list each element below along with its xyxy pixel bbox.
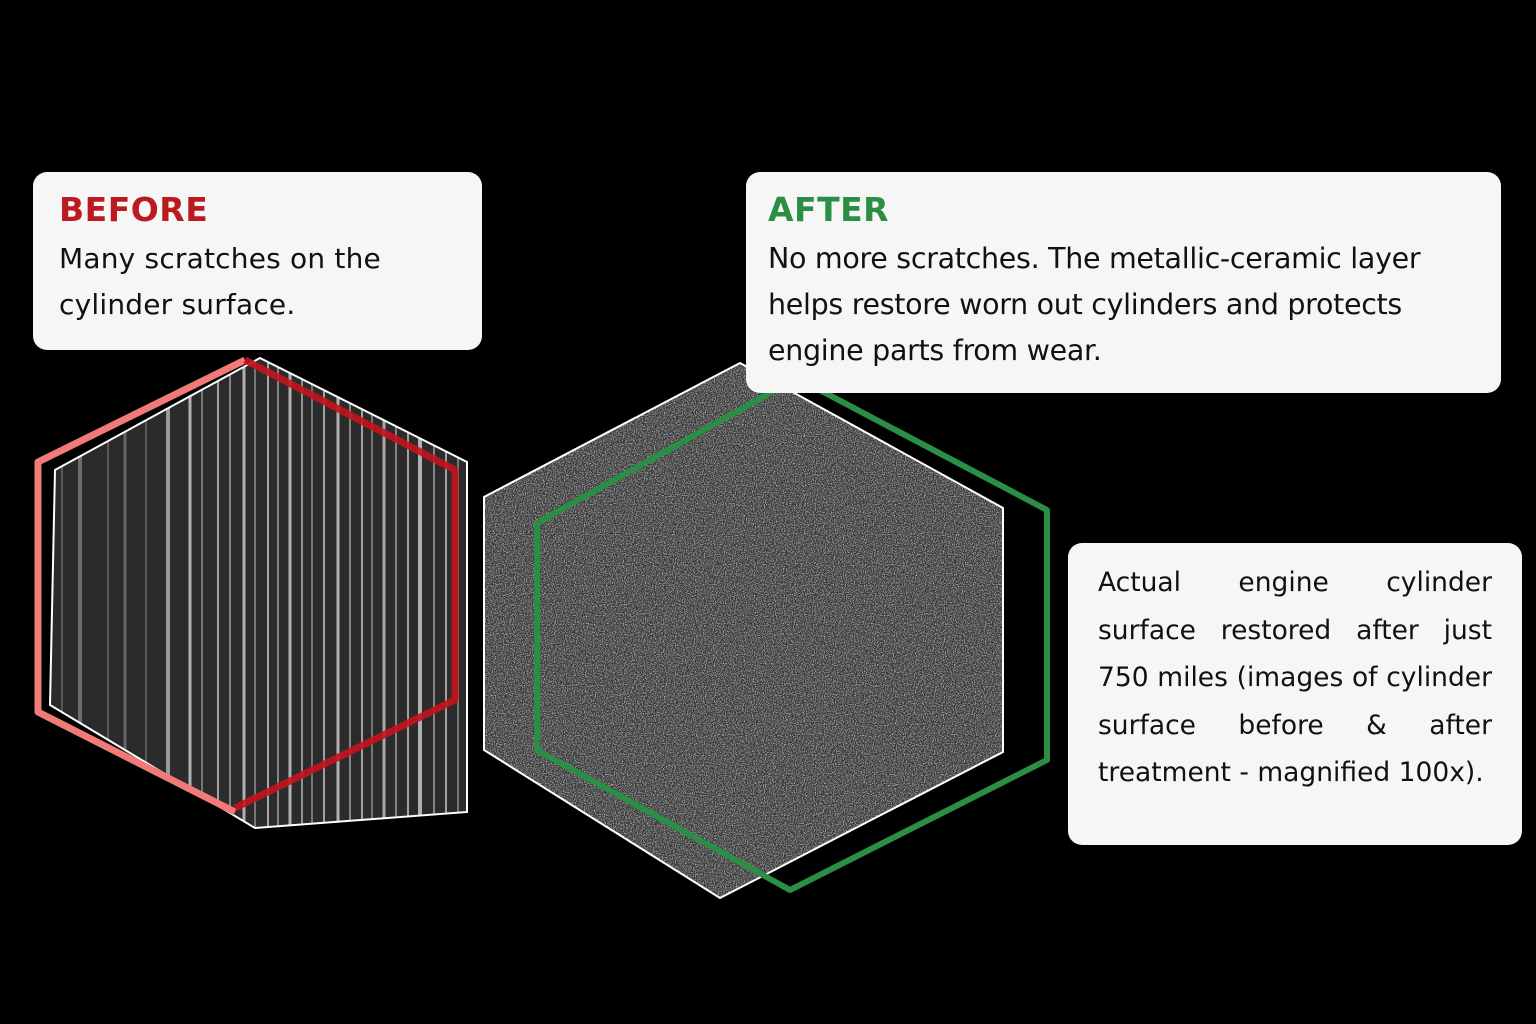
- caption-text: Actual engine cylinder surface restored …: [1098, 567, 1492, 788]
- before-outline-light: [34, 356, 247, 816]
- before-heading: BEFORE: [59, 190, 209, 229]
- before-surface-image: [48, 356, 468, 830]
- before-description: Many scratches on the cylinder surface.: [59, 242, 381, 321]
- caption-card: Actual engine cylinder surface restored …: [1068, 543, 1522, 845]
- after-heading: AFTER: [768, 190, 890, 229]
- before-card: BEFORE Many scratches on the cylinder su…: [33, 172, 482, 350]
- before-outline-dark: [233, 356, 459, 812]
- after-card: AFTER No more scratches. The metallic-ce…: [746, 172, 1501, 393]
- after-description: No more scratches. The metallic-ceramic …: [768, 242, 1421, 367]
- after-outline: [534, 375, 1050, 893]
